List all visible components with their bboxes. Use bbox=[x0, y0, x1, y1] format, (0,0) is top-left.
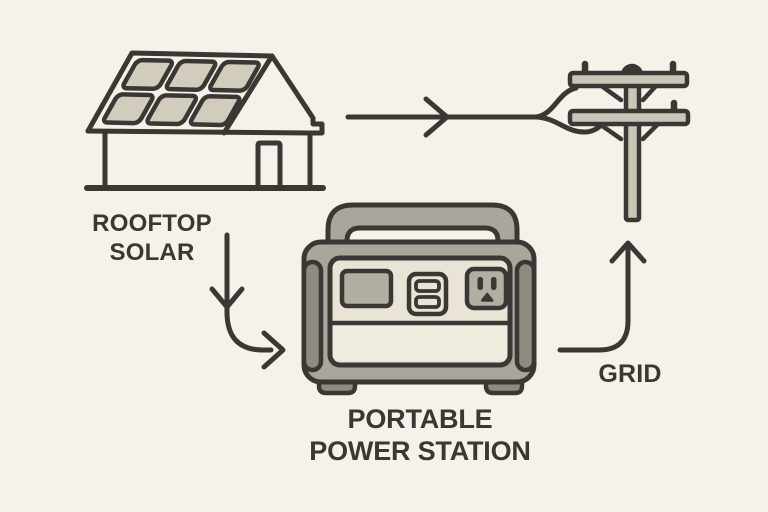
arrowhead-up-icon bbox=[609, 240, 647, 264]
solar-to-station-arrow bbox=[209, 232, 286, 370]
house-wall-top-line bbox=[85, 128, 313, 136]
solar-panel bbox=[208, 62, 260, 91]
arrow-shaft bbox=[557, 244, 631, 353]
pole-mast bbox=[623, 67, 642, 223]
grid-label: GRID bbox=[598, 360, 662, 388]
rooftop-solar-label: ROOFTOP SOLAR bbox=[72, 209, 232, 267]
portable-power-station-label-line2: POWER STATION bbox=[309, 436, 531, 466]
station-to-grid-arrow bbox=[557, 240, 647, 353]
solar-panel bbox=[146, 95, 198, 124]
arrowhead-down-icon bbox=[209, 286, 245, 310]
portable-power-station-icon bbox=[301, 202, 537, 396]
house-to-grid-arrow bbox=[345, 85, 607, 138]
arrow-shaft bbox=[224, 232, 274, 353]
rooftop-solar-label-line1: ROOFTOP bbox=[92, 210, 212, 237]
pole-crossarm-top bbox=[567, 70, 690, 89]
solar-panel bbox=[189, 96, 241, 125]
solar-panel bbox=[165, 61, 217, 90]
house-door bbox=[255, 140, 283, 189]
solar-panel-array bbox=[102, 60, 260, 125]
pole-brace bbox=[598, 122, 624, 142]
station-display-screen bbox=[339, 268, 394, 309]
station-side-bumper-left bbox=[301, 259, 324, 373]
usb-port-slot bbox=[414, 295, 441, 309]
pole-crossarm-bottom bbox=[567, 108, 691, 127]
pole-brace bbox=[600, 84, 624, 103]
ac-outlet bbox=[464, 266, 509, 311]
station-side-bumper-right bbox=[514, 259, 537, 373]
ac-outlet-slot bbox=[491, 277, 497, 290]
house-roof-plane bbox=[85, 50, 275, 136]
usb-port-slot bbox=[414, 279, 441, 293]
arrowhead-right-icon bbox=[261, 330, 286, 370]
ac-outlet-slot bbox=[477, 277, 483, 290]
arrowhead-right-icon bbox=[423, 96, 450, 138]
house-with-solar-panels-icon bbox=[87, 53, 323, 188]
house-right-roof-slope bbox=[269, 53, 325, 136]
ac-outlet-ground-pin bbox=[480, 292, 494, 302]
portable-power-station-label-line1: PORTABLE bbox=[347, 404, 493, 434]
pole-brace bbox=[640, 122, 660, 142]
solar-panel bbox=[102, 94, 154, 123]
pole-brace bbox=[640, 84, 658, 103]
station-front-panel-lower bbox=[333, 325, 507, 361]
portable-power-station-label: PORTABLE POWER STATION bbox=[290, 403, 550, 467]
rooftop-solar-label-line2: SOLAR bbox=[109, 239, 195, 266]
solar-panel bbox=[122, 60, 174, 89]
utility-pole-icon bbox=[567, 60, 691, 223]
